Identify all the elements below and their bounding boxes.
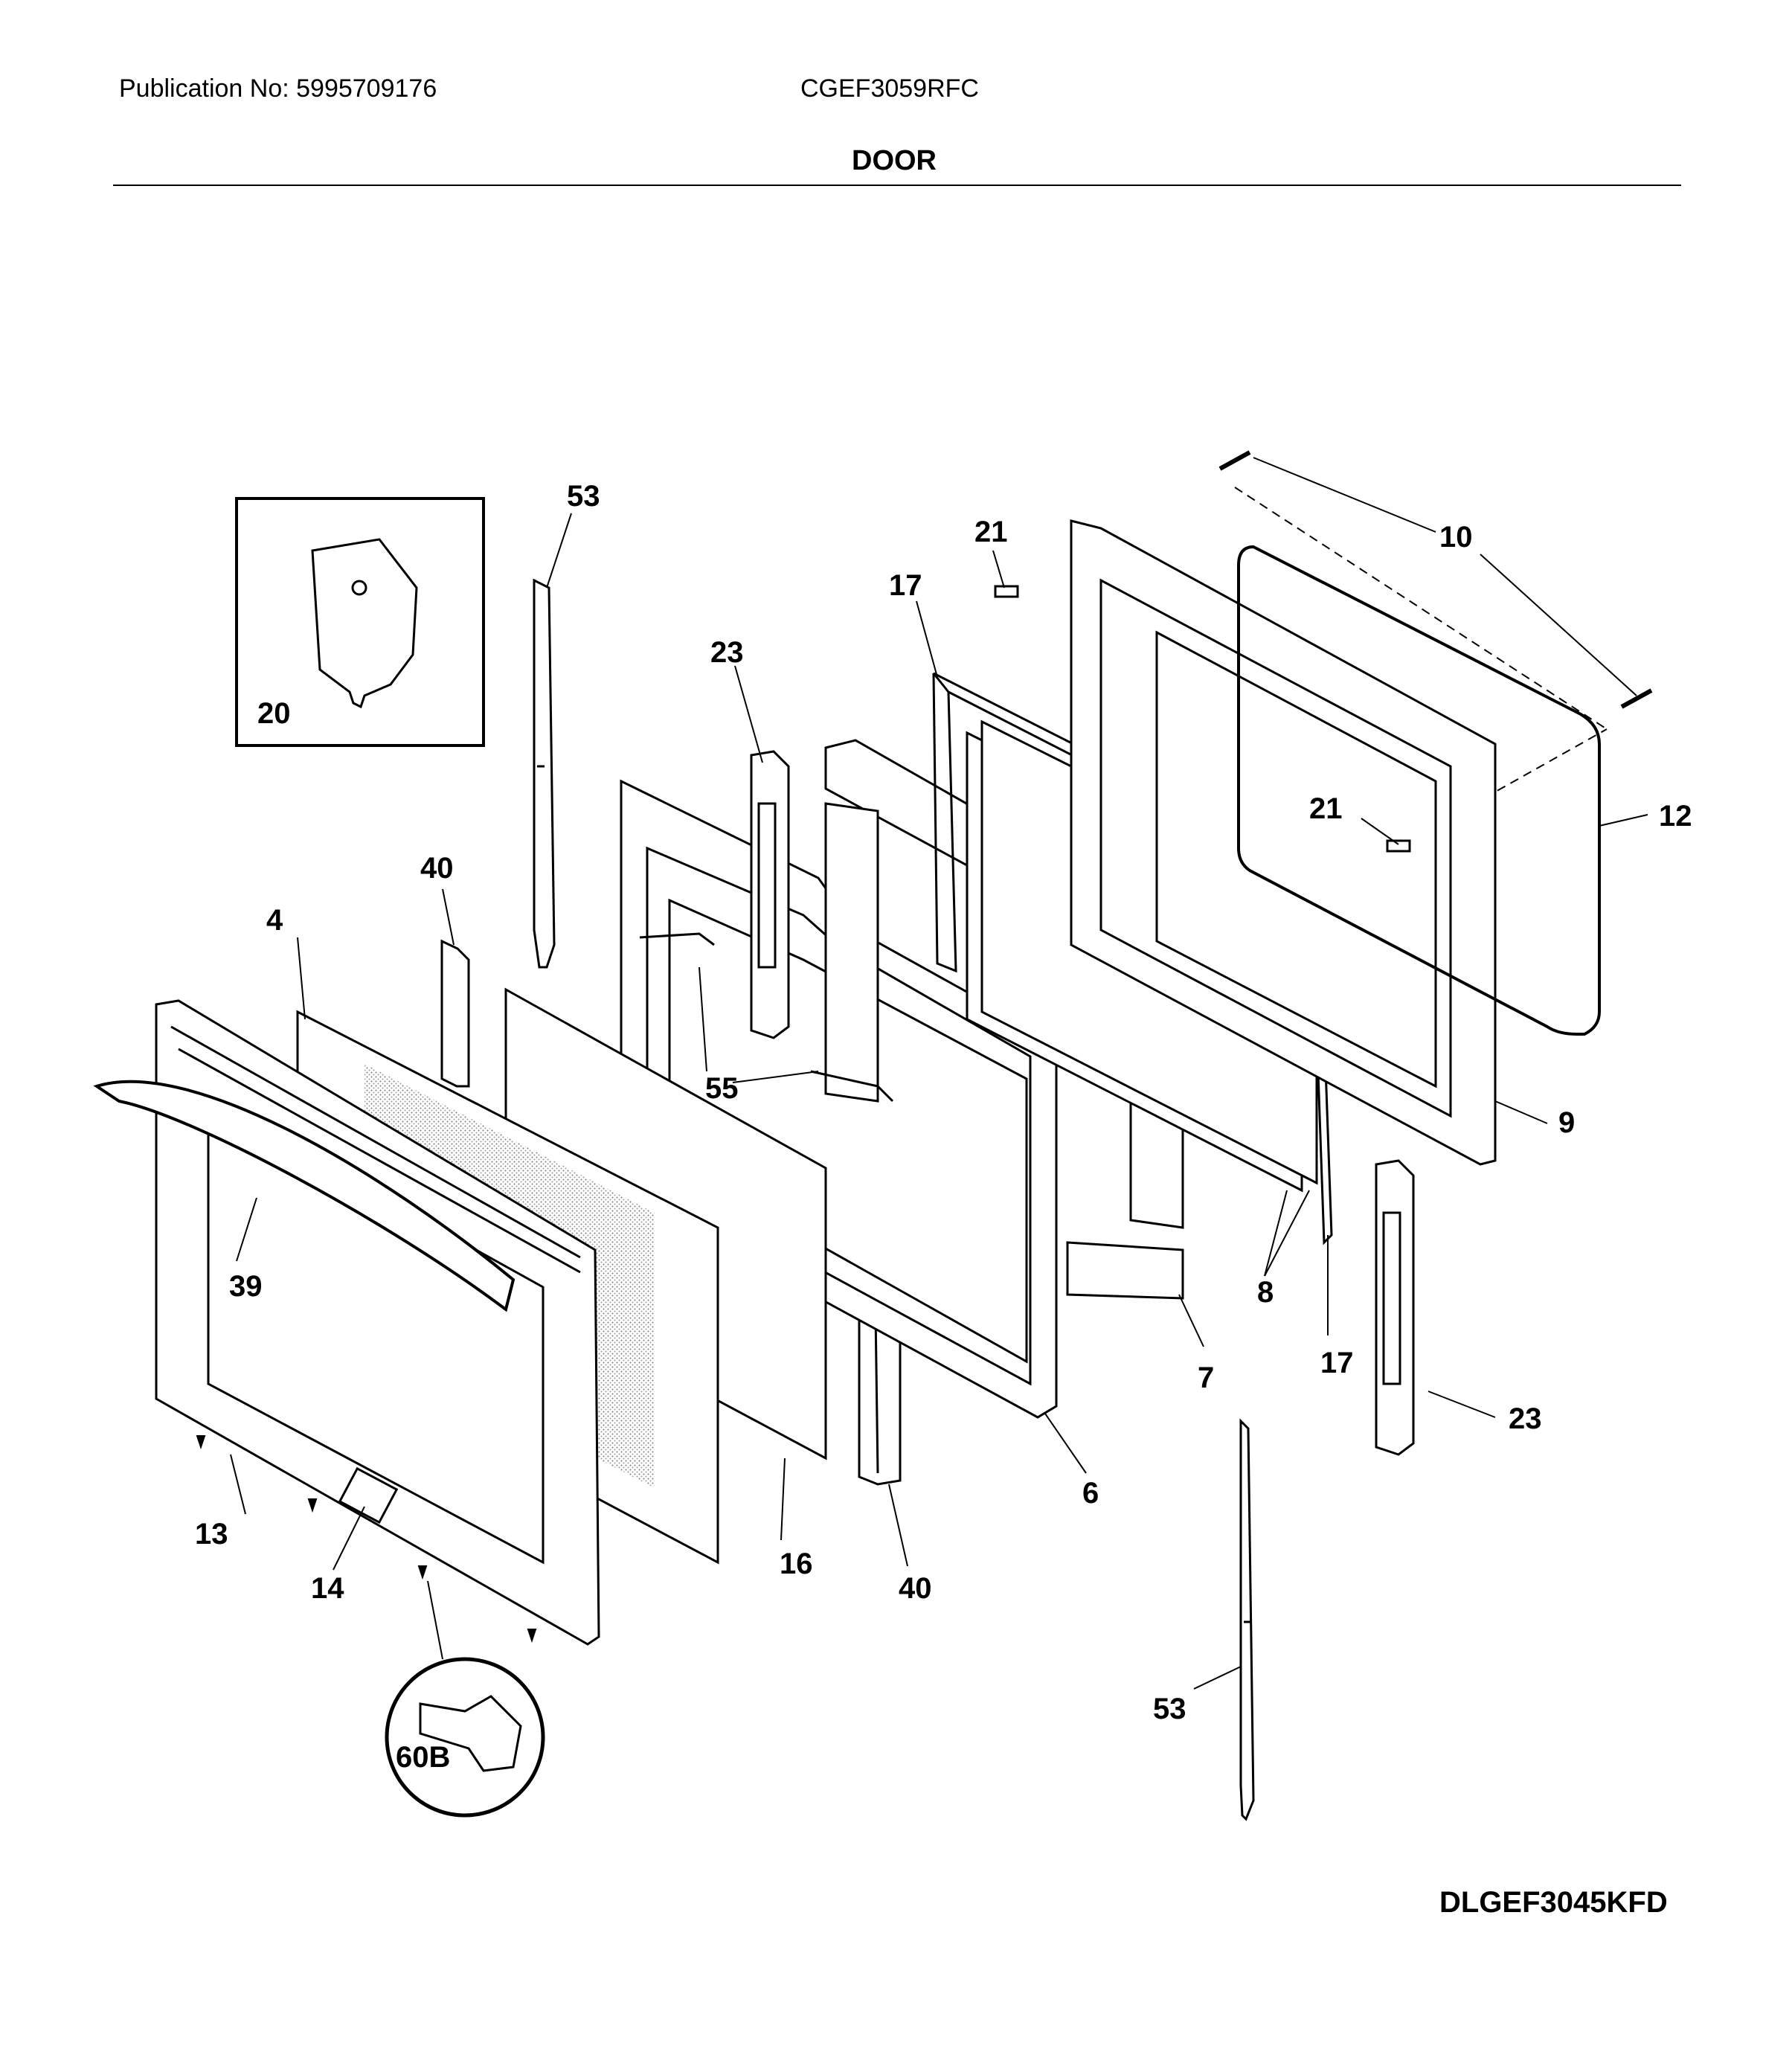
- part-20-inset: [235, 497, 485, 747]
- part-53-top-strip: [533, 578, 556, 969]
- callout-4: 4: [266, 904, 283, 937]
- part-60b-screw-detail: [385, 1657, 545, 1818]
- callout-9: 9: [1558, 1106, 1575, 1139]
- part-12-gasket: [1237, 545, 1601, 1036]
- part-53-bottom-strip: [1239, 1418, 1255, 1821]
- part-23-upper-hinge: [750, 750, 790, 1039]
- part-10-screws: [1218, 450, 1653, 709]
- callout-13: 13: [195, 1518, 228, 1550]
- callout-21-lower: 21: [1309, 792, 1343, 825]
- callout-14: 14: [311, 1572, 344, 1605]
- callout-17-lower: 17: [1320, 1347, 1354, 1379]
- header-divider: [113, 185, 1681, 186]
- callout-40-lower: 40: [899, 1572, 932, 1605]
- callout-21-upper: 21: [974, 516, 1008, 548]
- part-21-clips: [994, 585, 1411, 853]
- callout-23-lower: 23: [1509, 1402, 1542, 1435]
- callout-17-upper: 17: [889, 569, 922, 602]
- model-number: CGEF3059RFC: [800, 74, 979, 103]
- callout-53-bottom: 53: [1153, 1693, 1186, 1725]
- callout-12: 12: [1659, 800, 1692, 833]
- part-9-door-liner: [1070, 519, 1497, 1166]
- callout-23-upper: 23: [710, 636, 744, 669]
- callout-53-top: 53: [567, 480, 600, 513]
- callout-labels: 53 23 17 21 10 12 21 20 40 4 55 9 39 8 7…: [195, 480, 1692, 1774]
- callout-60b: 60B: [396, 1741, 450, 1774]
- callout-8: 8: [1257, 1276, 1274, 1309]
- callout-6: 6: [1082, 1477, 1099, 1510]
- part-23-lower-hinge: [1375, 1159, 1415, 1456]
- part-39-handle: [93, 1080, 516, 1312]
- callout-10: 10: [1439, 521, 1473, 554]
- part-55-brackets: [639, 932, 894, 1103]
- drawing-code: DLGEF3045KFD: [1439, 1886, 1668, 1919]
- callout-16: 16: [780, 1548, 813, 1580]
- door-screws: [196, 1435, 537, 1643]
- part-40-upper-bracket: [440, 939, 470, 1088]
- publication-number: Publication No: 5995709176: [119, 74, 437, 103]
- callout-leader-lines: [230, 457, 1648, 1690]
- callout-7: 7: [1198, 1362, 1214, 1394]
- section-title: DOOR: [852, 145, 937, 176]
- callout-55: 55: [705, 1072, 739, 1105]
- callout-40-upper: 40: [420, 852, 454, 885]
- callout-20: 20: [257, 697, 291, 730]
- callout-39: 39: [229, 1270, 263, 1303]
